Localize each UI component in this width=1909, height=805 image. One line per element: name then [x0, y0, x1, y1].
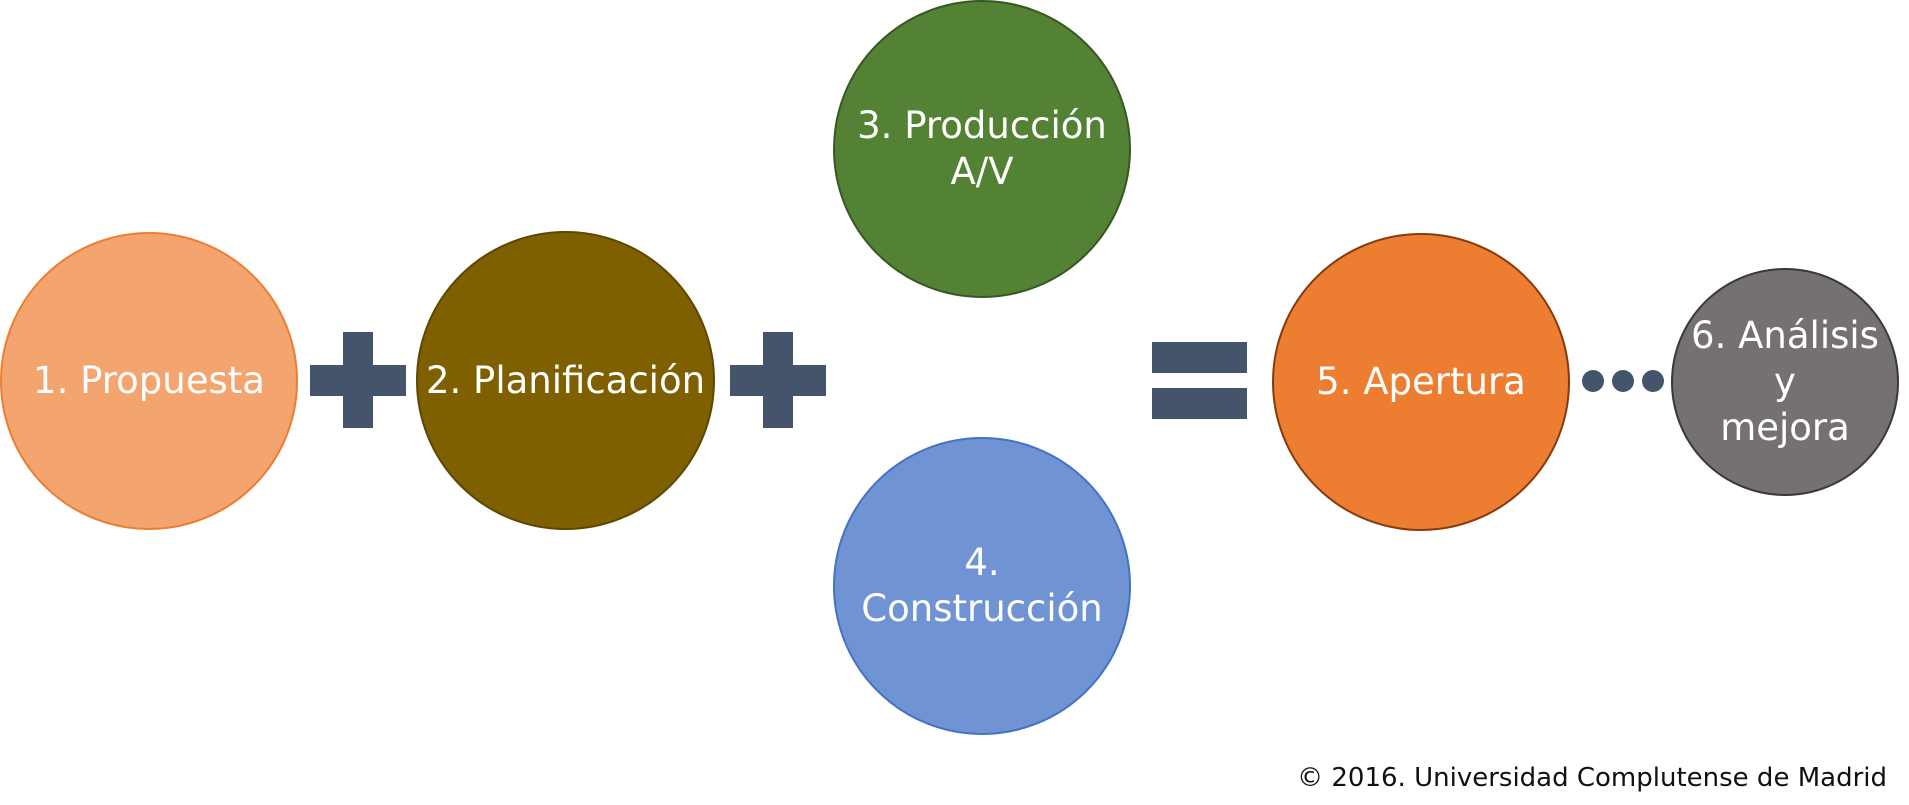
step-circle-construccion: 4. Construcción: [833, 437, 1131, 735]
plus-icon: [730, 332, 826, 428]
step-label-propuesta: 1. Propuesta: [33, 359, 265, 402]
equals-icon: [1152, 342, 1247, 419]
copyright-footer: © 2016. Universidad Complutense de Madri…: [1297, 763, 1887, 793]
step-circle-produccion-av: 3. Producción A/V: [833, 0, 1131, 298]
step-label-apertura: 5. Apertura: [1316, 360, 1526, 403]
plus-icon: [310, 332, 406, 428]
step-label-construccion: 4. Construcción: [861, 541, 1103, 630]
step-circle-analisis-mejora: 6. Análisis y mejora: [1671, 268, 1899, 496]
step-circle-planificacion: 2. Planificación: [416, 231, 715, 530]
ellipsis-icon: [1582, 370, 1664, 392]
step-circle-propuesta: 1. Propuesta: [0, 232, 298, 530]
step-label-produccion-av: 3. Producción A/V: [857, 104, 1107, 193]
step-label-analisis-mejora: 6. Análisis y mejora: [1691, 314, 1879, 449]
step-label-planificacion: 2. Planificación: [425, 358, 706, 402]
step-circle-apertura: 5. Apertura: [1272, 233, 1570, 531]
